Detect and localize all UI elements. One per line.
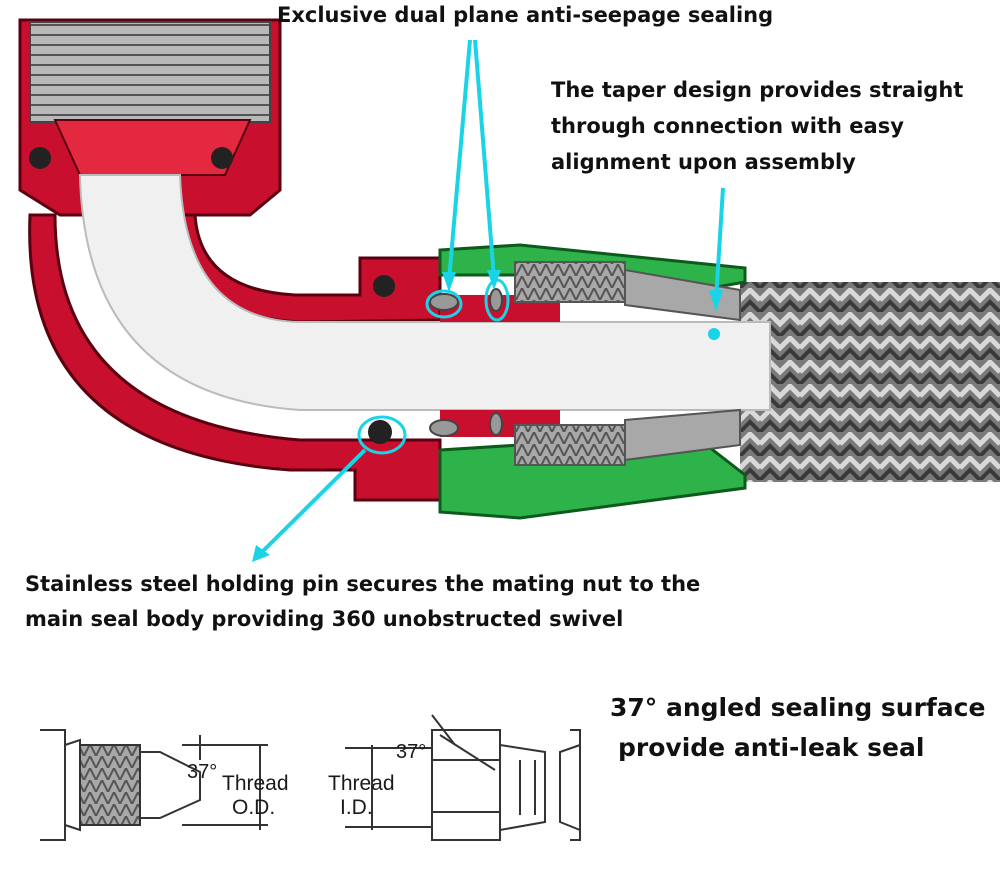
callout-arrows xyxy=(252,39,725,562)
male-od-label: O.D. xyxy=(232,796,275,819)
female-id-label: I.D. xyxy=(340,796,373,819)
male-angle-label: 37° xyxy=(187,761,217,783)
callout-pin-line2: main seal body providing 360 unobstructe… xyxy=(25,607,623,631)
callout-angled-line1: 37° angled sealing surface xyxy=(610,693,985,722)
red-elbow-fitting xyxy=(18,18,771,502)
female-thread-label: Thread xyxy=(328,772,395,795)
male-thread-label: Thread xyxy=(222,772,289,795)
braided-hose xyxy=(740,282,1000,482)
callout-angled-line2: provide anti-leak seal xyxy=(618,733,924,762)
male-fitting-drawing xyxy=(40,729,268,841)
female-angle-label: 37° xyxy=(396,741,426,763)
callout-taper-line2: through connection with easy xyxy=(551,114,904,138)
green-socket xyxy=(438,243,747,520)
callout-taper-line3: alignment upon assembly xyxy=(551,150,856,174)
callout-taper-line1: The taper design provides straight xyxy=(551,78,963,102)
callout-pin-line1: Stainless steel holding pin secures the … xyxy=(25,572,700,596)
female-fitting-drawing xyxy=(345,714,581,841)
callout-dual-plane: Exclusive dual plane anti-seepage sealin… xyxy=(277,3,773,27)
